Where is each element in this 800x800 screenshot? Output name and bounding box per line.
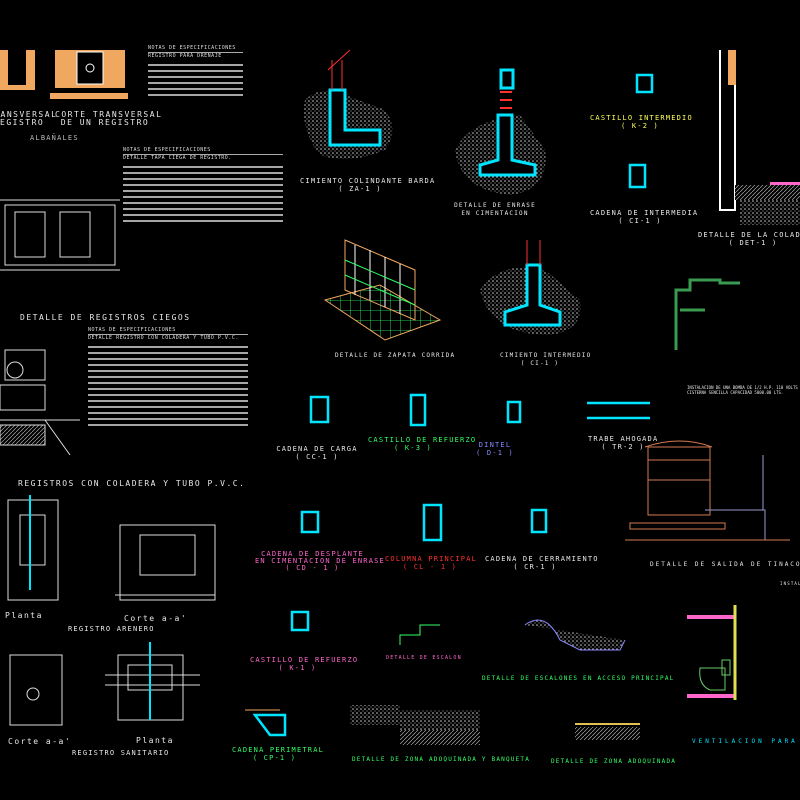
title-castillo-k1: CASTILLO DE REFUERZO( K-1 )	[250, 656, 359, 672]
title-cimiento-colindante: CIMIENTO COLINDANTE BARDA( ZA-1 )	[300, 177, 436, 193]
title-cadena-intermedia: CADENA DE INTERMEDIA( CI-1 )	[590, 209, 699, 225]
bomba-piping	[674, 278, 740, 350]
label-corte-aa-1: Corte a-a'	[124, 614, 188, 623]
cadena-ci1-section	[628, 163, 647, 189]
title-columna-principal: COLUMNA PRINCIPAL( CL - 1 )	[385, 555, 478, 571]
enrase-drawing	[455, 68, 546, 195]
castillo-k2-section	[635, 73, 654, 94]
registro-sanitario	[9, 654, 200, 726]
escalon-drawings	[245, 619, 640, 745]
title-adoquinada: DETALLE DE ZONA ADOQUINADA	[551, 758, 677, 765]
section-details	[252, 393, 650, 737]
cimiento-intermedio-drawing	[480, 240, 581, 335]
notes-block-1: NOTAS DE ESPECIFICACIONES REGISTRO PARA …	[148, 45, 243, 100]
title-salida-tinaco: DETALLE DE SALIDA DE TINACO	[650, 561, 800, 568]
title-cadena-carga: CADENA DE CARGA( CC-1 )	[276, 445, 358, 461]
label-bomba: INSTALACION DE UNA BOMBA DE 1/2 H.P. 110…	[687, 385, 798, 395]
title-escalones: DETALLE DE ESCALONES EN ACCESO PRINCIPAL	[482, 675, 675, 682]
ventilacion-wc-drawing	[687, 605, 737, 700]
registro-ciego-detail	[0, 349, 80, 456]
title-instalacion: INSTALACION	[780, 581, 800, 586]
label-corte-aa-2: Corte a-a'	[8, 737, 72, 746]
tinaco-drawing	[625, 440, 790, 541]
title-cadena-cerramiento: CADENA DE CERRAMIENTO( CR-1 )	[485, 555, 599, 571]
title-adoquinada-banqueta: DETALLE DE ZONA ADOQUINADA Y BANQUETA	[352, 756, 531, 763]
notes-block-3: NOTAS DE ESPECIFICACIONES DETALLE REGIST…	[88, 327, 248, 430]
title-castillo-intermedio: CASTILLO INTERMEDIO( K-2 )	[590, 114, 693, 130]
title-registros-ciegos: DETALLE DE REGISTROS CIEGOS	[20, 313, 191, 322]
title-registro-arenero: REGISTRO ARENERO	[68, 625, 155, 633]
title-cadena-perimetral: CADENA PERIMETRAL( CP-1 )	[232, 746, 325, 762]
title-zapata: DETALLE DE ZAPATA CORRIDA	[335, 352, 456, 359]
title-coladera: DETALLE DE LA COLADERA( DET-1 )	[698, 231, 800, 247]
title-dintel: DINTEL( D-1 )	[476, 441, 514, 457]
label-planta-2: Planta	[136, 736, 174, 745]
registro-arenero	[7, 499, 216, 601]
title-trabe-ahogada: TRABE AHOGADA( TR-2 )	[588, 435, 659, 451]
coladera-drawing	[719, 50, 800, 225]
title-cimiento-intermedio: CIMIENTO INTERMEDIO( CI-1 )	[500, 352, 592, 367]
cimiento-colindante-drawing	[304, 49, 393, 159]
title-albanales: ALBAÑALES	[30, 134, 79, 142]
label-planta-1: Planta	[5, 611, 43, 620]
title-registro-sanitario: REGISTRO SANITARIO	[72, 749, 170, 757]
notes-block-2: NOTAS DE ESPECIFICACIONES DETALLE TAPA C…	[123, 147, 283, 226]
zapata-corrida-drawing	[323, 239, 442, 341]
title-ventilacion-wc: VENTILACION PARA W.C.	[692, 738, 800, 745]
title-castillo-k3: CASTILLO DE REFUERZO( K-3 )	[368, 436, 477, 452]
registro-section-left	[0, 50, 128, 99]
title-escalon: DETALLE DE ESCALON	[386, 655, 462, 661]
title-registros-coladera: REGISTROS CON COLADERA Y TUBO P.V.C.	[18, 479, 246, 488]
albanales-detail	[0, 199, 120, 271]
